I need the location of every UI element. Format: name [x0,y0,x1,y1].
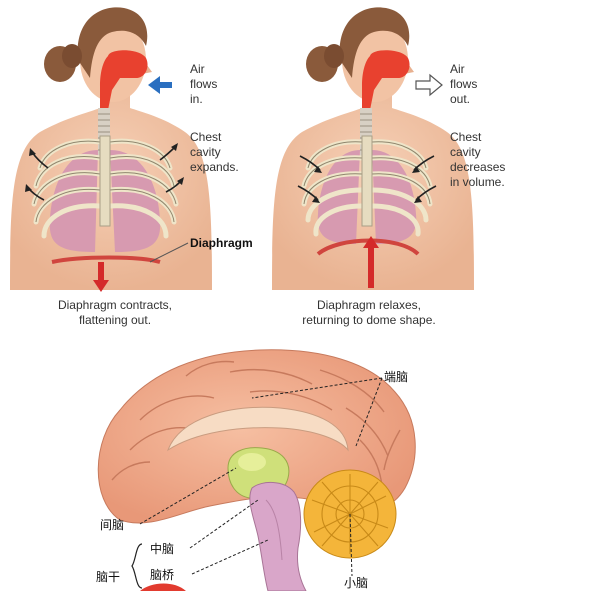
inhale-chest-line-3: expands. [190,160,239,175]
exhale-chest-line-4: in volume. [450,175,505,190]
inhale-chest-line-2: cavity [190,145,239,160]
exhale-chest-line-1: Chest [450,130,505,145]
label-cerebellum: 小脑 [344,574,368,591]
inhale-figure [10,7,212,292]
inhale-caption-line-2: flattening out. [30,313,200,328]
exhale-caption-line-2: returning to dome shape. [284,313,454,328]
label-telencephalon: 端脑 [384,368,408,385]
inhale-air-line-3: in. [190,92,217,107]
inhale-air-line-1: Air [190,62,217,77]
exhale-air-label: Air flows out. [450,62,477,107]
exhale-chest-line-2: cavity [450,145,505,160]
label-midbrain: 中脑 [150,540,174,557]
exhale-chest-line-3: decreases [450,160,505,175]
exhale-air-line-2: flows [450,77,477,92]
exhale-air-line-1: Air [450,62,477,77]
exhale-figure [272,7,474,290]
label-diencephalon: 间脑 [100,516,124,533]
exhale-chest-label: Chest cavity decreases in volume. [450,130,505,190]
label-pons: 脑桥 [150,566,174,583]
inhale-chest-line-1: Chest [190,130,239,145]
exhale-caption-line-1: Diaphragm relaxes, [284,298,454,313]
inhale-caption-line-1: Diaphragm contracts, [30,298,200,313]
inhale-air-line-2: flows [190,77,217,92]
inhale-caption: Diaphragm contracts, flattening out. [30,298,200,328]
exhale-caption: Diaphragm relaxes, returning to dome sha… [284,298,454,328]
inhale-chest-label: Chest cavity expands. [190,130,239,175]
brain-figure [98,350,415,591]
exhale-air-line-3: out. [450,92,477,107]
label-brainstem: 脑干 [96,568,120,585]
diaphragm-label: Diaphragm [190,236,253,251]
inhale-air-label: Air flows in. [190,62,217,107]
